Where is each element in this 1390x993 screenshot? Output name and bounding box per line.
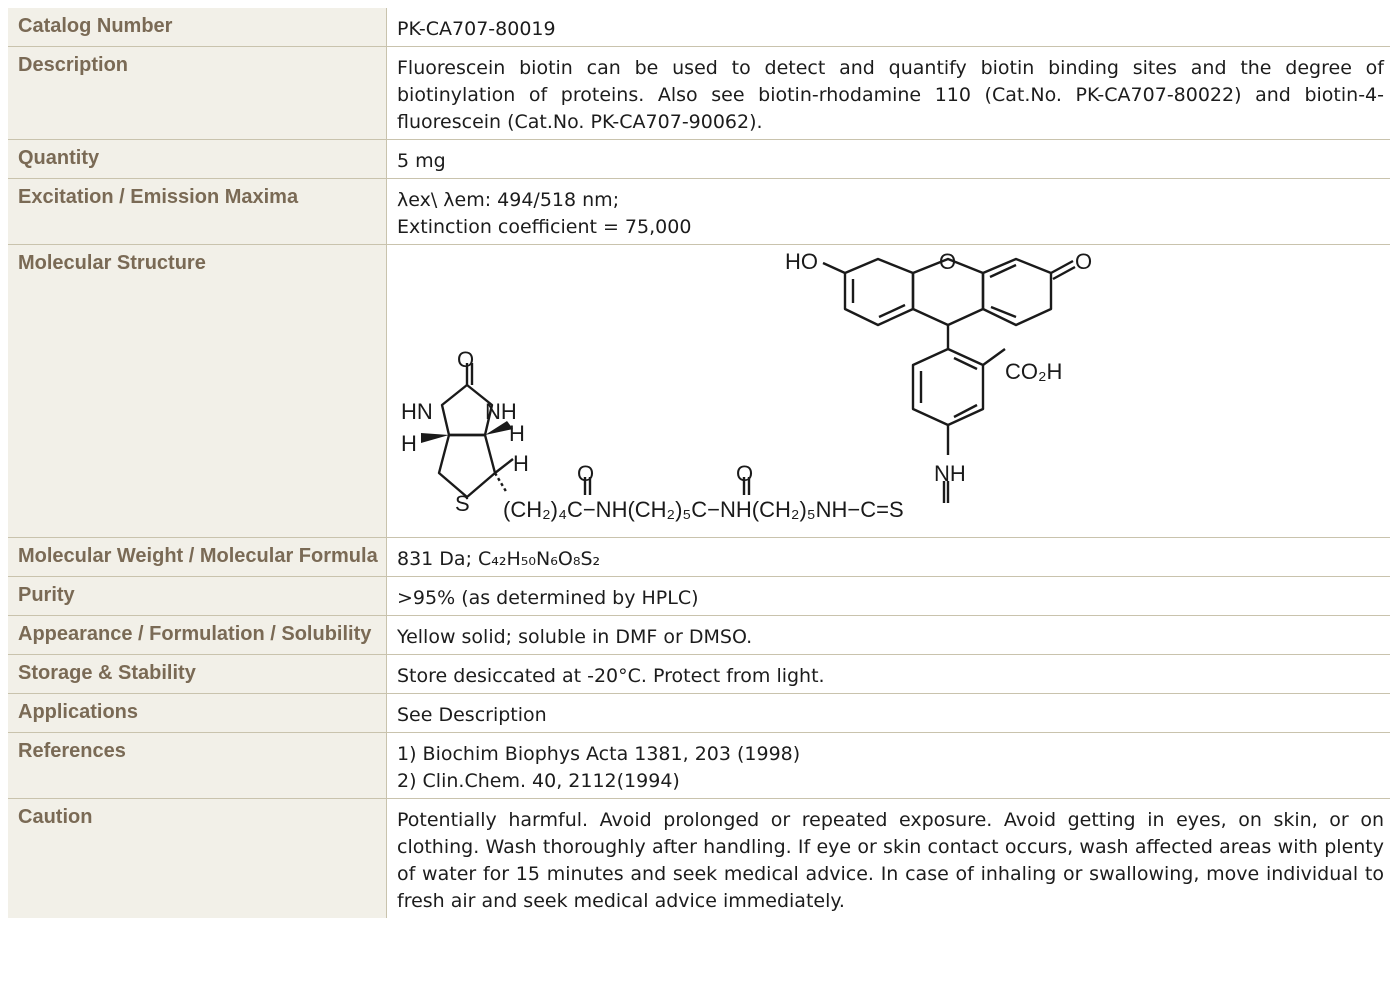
structure-label-nh: NH (485, 399, 517, 424)
references-label: References (8, 732, 387, 799)
reference-item-2: 2) Clin.Chem. 40, 2112(1994) (397, 770, 680, 792)
quantity-value: 5 mg (386, 139, 1390, 179)
structure-label-h3: H (513, 451, 529, 476)
excitation-emission-line-1: λex\ λem: 494/518 nm; (397, 189, 620, 211)
catalog-number-label: Catalog Number (8, 8, 387, 47)
molecular-weight-label: Molecular Weight / Molecular Formula (8, 537, 387, 577)
storage-label: Storage & Stability (8, 654, 387, 694)
row-molecular-structure: Molecular Structure (8, 244, 1390, 538)
catalog-number-value: PK-CA707-80019 (387, 8, 1390, 47)
molecular-structure-drawing: HO O O CO₂H O HN NH H H H S O O NH (401, 249, 1092, 522)
storage-text: Store desiccated at -20°C. Protect from … (397, 665, 825, 687)
appearance-text: Yellow solid; soluble in DMF or DMSO. (397, 626, 753, 648)
structure-label-urea-o: O (457, 347, 474, 372)
storage-value: Store desiccated at -20°C. Protect from … (386, 654, 1390, 694)
row-purity: Purity >95% (as determined by HPLC) (8, 576, 1390, 616)
excitation-emission-value: λex\ λem: 494/518 nm; Extinction coeffic… (386, 178, 1390, 245)
molecular-structure-label: Molecular Structure (8, 244, 387, 538)
structure-label-chain: (CH₂)₄C−NH(CH₂)₅C−NH(CH₂)₅NH−C=S (503, 497, 904, 522)
excitation-emission-label: Excitation / Emission Maxima (8, 178, 387, 245)
row-quantity: Quantity 5 mg (8, 139, 1390, 179)
row-excitation-emission: Excitation / Emission Maxima λex\ λem: 4… (8, 178, 1390, 245)
structure-label-s: S (455, 491, 470, 516)
purity-text: >95% (as determined by HPLC) (397, 587, 699, 609)
structure-label-amide-o1: O (577, 461, 594, 486)
caution-text: Potentially harmful. Avoid prolonged or … (397, 809, 1384, 912)
structure-label-hn: HN (401, 399, 433, 424)
product-spec-table: Catalog Number PK-CA707-80019 Descriptio… (8, 8, 1390, 918)
caution-label: Caution (8, 798, 387, 918)
excitation-emission-line-2: Extinction coefficient = 75,000 (397, 216, 692, 238)
row-catalog-number: Catalog Number PK-CA707-80019 (8, 8, 1390, 47)
structure-label-nh-thio: NH (934, 461, 966, 486)
row-caution: Caution Potentially harmful. Avoid prolo… (8, 798, 1390, 918)
purity-value: >95% (as determined by HPLC) (386, 576, 1390, 616)
applications-value: See Description (386, 693, 1390, 733)
purity-label: Purity (8, 576, 387, 616)
reference-item-1: 1) Biochim Biophys Acta 1381, 203 (1998) (397, 743, 801, 765)
caution-value: Potentially harmful. Avoid prolonged or … (386, 798, 1390, 918)
structure-label-h2: H (509, 421, 525, 446)
description-value: Fluorescein biotin can be used to detect… (386, 46, 1390, 140)
molecular-weight-value: 831 Da; C₄₂H₅₀N₆O₈S₂ (386, 537, 1390, 577)
description-text: Fluorescein biotin can be used to detect… (397, 57, 1384, 133)
molecular-structure-value: HO O O CO₂H O HN NH H H H S O O NH (386, 244, 1390, 538)
appearance-label: Appearance / Formulation / Solubility (8, 615, 387, 655)
molecular-weight-text: 831 Da; C₄₂H₅₀N₆O₈S₂ (397, 548, 601, 570)
row-appearance: Appearance / Formulation / Solubility Ye… (8, 615, 1390, 655)
quantity-text: 5 mg (397, 150, 446, 172)
quantity-label: Quantity (8, 139, 387, 179)
structure-label-h1: H (401, 431, 417, 456)
catalog-number-text: PK-CA707-80019 (397, 18, 556, 40)
structure-label-amide-o2: O (736, 461, 753, 486)
description-label: Description (8, 46, 387, 140)
structure-label-co2h: CO₂H (1005, 359, 1062, 384)
applications-label: Applications (8, 693, 387, 733)
structure-label-o-keto: O (1075, 249, 1092, 274)
structure-label-o-ring: O (939, 249, 956, 274)
applications-text: See Description (397, 704, 547, 726)
row-description: Description Fluorescein biotin can be us… (8, 46, 1390, 140)
row-applications: Applications See Description (8, 693, 1390, 733)
row-storage: Storage & Stability Store desiccated at … (8, 654, 1390, 694)
structure-label-ho: HO (785, 249, 818, 274)
row-molecular-weight: Molecular Weight / Molecular Formula 831… (8, 537, 1390, 577)
appearance-value: Yellow solid; soluble in DMF or DMSO. (386, 615, 1390, 655)
row-references: References 1) Biochim Biophys Acta 1381,… (8, 732, 1390, 799)
references-value: 1) Biochim Biophys Acta 1381, 203 (1998)… (386, 732, 1390, 799)
